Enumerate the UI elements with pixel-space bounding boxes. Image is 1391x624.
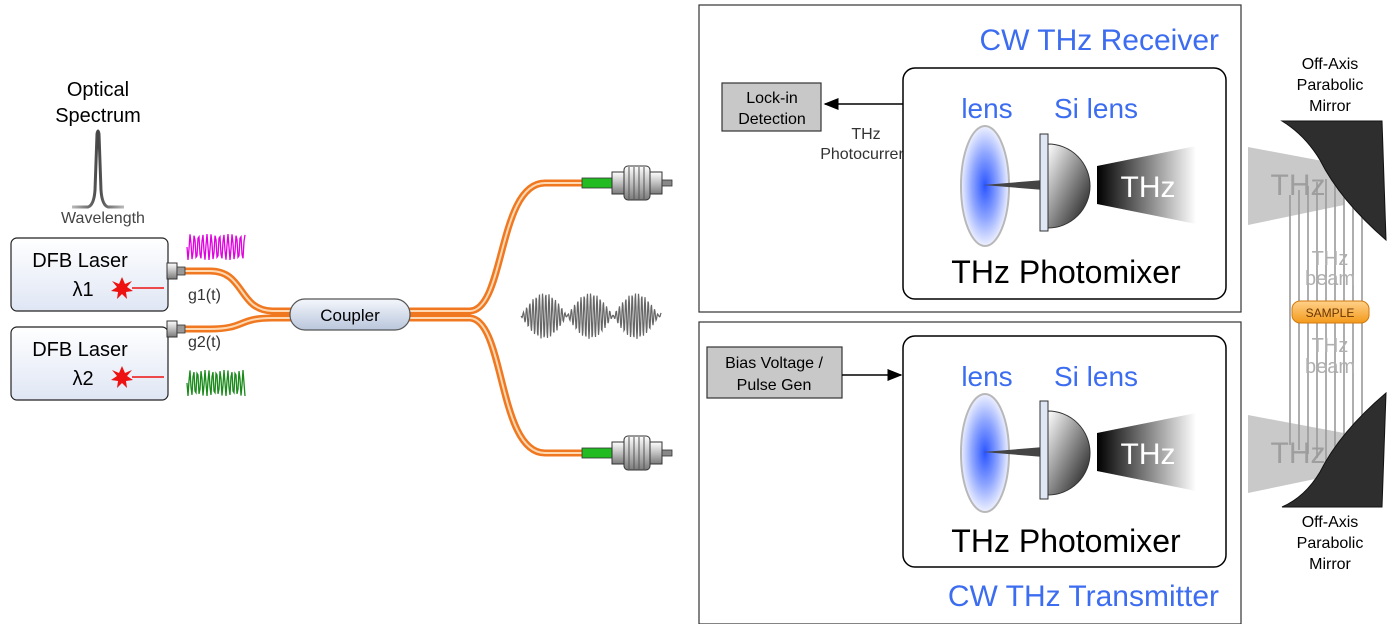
bottom-mirror-label-line2: Parabolic xyxy=(1297,535,1364,552)
receiver-si-lens-label: Si lens xyxy=(1054,93,1138,124)
laser-1-port xyxy=(166,262,178,280)
laser-2-port xyxy=(166,320,178,338)
bias-voltage-box xyxy=(706,346,843,399)
lock-in-line2: Detection xyxy=(738,111,806,128)
top-mirror-label-line1: Off-Axis xyxy=(1302,56,1359,73)
laser-2-lambda: λ2 xyxy=(72,368,93,390)
top-parabolic-mirror xyxy=(1280,120,1387,242)
laser-2-signal-label: g2(t) xyxy=(188,334,221,351)
photocurrent-line2: Photocurrent xyxy=(820,146,912,163)
transmitter-photomixer-label: THz Photomixer xyxy=(951,523,1181,559)
beam-bottom-label-line1: THz xyxy=(1312,335,1349,357)
laser-1-lambda: λ1 xyxy=(72,279,93,301)
laser-1-burst-icon xyxy=(111,277,164,299)
spectrum-peak xyxy=(72,129,124,209)
top-incoming-beam xyxy=(1248,147,1344,225)
photocurrent-line1: THz xyxy=(851,126,880,143)
bias-line1: Bias Voltage / xyxy=(725,355,823,372)
receiver-thz-horn xyxy=(1097,146,1196,224)
lock-in-detection-box xyxy=(721,82,822,132)
bias-line2: Pulse Gen xyxy=(737,377,812,394)
receiver-fiber-connector-out xyxy=(581,165,673,201)
laser-2-name: DFB Laser xyxy=(32,339,128,361)
transmitter-panel: Bias Voltage / Pulse Gen lens Si lens TH… xyxy=(698,321,1242,624)
top-mirror-thz-label: THz xyxy=(1271,169,1326,202)
bottom-parabolic-mirror xyxy=(1281,391,1387,508)
receiver-panel: CW THz Receiver Lock-in Detection THz Ph… xyxy=(698,4,1242,313)
beam-bottom-label-line2: beam xyxy=(1305,356,1355,378)
coupler-label: Coupler xyxy=(320,306,380,325)
laser-2-waveform xyxy=(186,369,246,397)
spectrum-title-line2: Spectrum xyxy=(55,105,141,127)
transmitter-si-lens-label: Si lens xyxy=(1054,361,1138,392)
bottom-mirror-thz-label: THz xyxy=(1271,437,1326,470)
laser-1-signal-label: g1(t) xyxy=(188,287,221,304)
laser-1: DFB Laser λ1 xyxy=(10,237,186,312)
coupler: Coupler xyxy=(289,298,411,331)
mirror-assembly: Off-Axis Parabolic Mirror THz THz THz be… xyxy=(1248,56,1387,573)
beam-top-label-line1: THz xyxy=(1312,248,1349,270)
receiver-si-substrate xyxy=(1039,133,1049,232)
bottom-mirror-label-line1: Off-Axis xyxy=(1302,514,1359,531)
receiver-photomixer-label: THz Photomixer xyxy=(951,254,1181,290)
transmitter-antenna xyxy=(983,447,1044,457)
transmitter-thz-horn xyxy=(1097,413,1196,491)
transmitter-thz-beam-label: THz xyxy=(1121,438,1176,471)
sample-label: SAMPLE xyxy=(1306,306,1355,320)
lock-in-line1: Lock-in xyxy=(746,90,798,107)
transmitter-si-substrate xyxy=(1039,400,1049,500)
laser-2: DFB Laser λ2 xyxy=(10,320,186,401)
beat-waveform xyxy=(520,293,662,339)
receiver-si-dome xyxy=(1047,143,1091,229)
beam-top-label-line2: beam xyxy=(1305,268,1355,290)
transmitter-fiber-connector-out xyxy=(581,435,673,471)
transmitter-si-dome xyxy=(1047,410,1091,496)
bottom-mirror-label-line3: Mirror xyxy=(1309,556,1351,573)
receiver-title: CW THz Receiver xyxy=(980,24,1219,57)
spectrum-title-line1: Optical xyxy=(67,79,129,101)
laser-1-name: DFB Laser xyxy=(32,250,128,272)
receiver-lens-label: lens xyxy=(961,93,1012,124)
top-mirror-label-line2: Parabolic xyxy=(1297,77,1364,94)
transmitter-title: CW THz Transmitter xyxy=(948,580,1219,613)
top-mirror-label-line3: Mirror xyxy=(1309,98,1351,115)
laser-1-waveform xyxy=(186,233,246,261)
sample xyxy=(1291,300,1370,324)
transmitter-lens-label: lens xyxy=(961,361,1012,392)
laser-2-burst-icon xyxy=(111,366,164,388)
spectrum-axis-label: Wavelength xyxy=(61,210,145,227)
receiver-thz-beam-label: THz xyxy=(1121,171,1176,204)
receiver-antenna xyxy=(983,180,1044,190)
